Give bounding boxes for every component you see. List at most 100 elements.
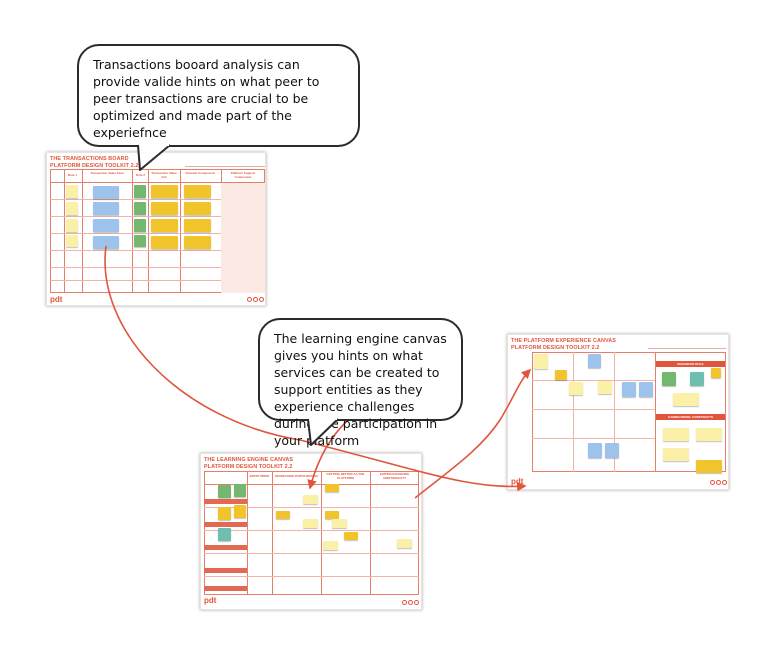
row-divider [50,280,221,281]
row-divider [204,576,419,577]
column-divider [148,169,149,293]
sticky-note[interactable] [605,443,619,458]
sticky-note[interactable] [151,202,178,215]
sticky-note[interactable] [711,368,721,378]
side-panel-header: GAINED MODEL CONSTRUCTS [656,414,725,420]
row-divider [532,438,655,439]
sticky-note[interactable] [639,382,653,397]
sticky-note[interactable] [93,236,119,249]
side-panel-header: ENHANCED ROLE [656,361,725,367]
row-tag [204,545,247,550]
sticky-note[interactable] [184,202,211,215]
experience-side-panel [655,352,727,472]
connector-arrow-learning-to-experience [414,368,532,499]
sticky-note[interactable] [134,235,146,247]
sticky-note[interactable] [276,511,290,519]
sticky-note[interactable] [134,219,146,232]
row-tag [204,522,247,527]
pdt-logo: pdt [204,596,217,605]
sticky-note[interactable] [534,354,548,369]
platform-experience-canvas[interactable]: THE PLATFORM EXPERIENCE CANVAS PLATFORM … [507,334,729,490]
platform-support-area [221,182,265,293]
sticky-note[interactable] [134,202,146,215]
footer-badge-icon [716,480,721,485]
experience-grid [532,352,726,472]
sticky-note[interactable] [218,485,231,498]
sticky-note[interactable] [184,236,211,249]
column-divider [370,471,371,595]
canvas-field [648,339,726,349]
column-header: Role 2 [135,173,145,177]
column-divider [573,352,574,472]
column-divider [614,352,615,472]
sticky-note[interactable] [323,541,338,550]
pdt-logo: pdt [50,295,63,304]
connector-arrow-transactions-to-experience [104,245,527,492]
sticky-note[interactable] [622,382,636,397]
row-divider [204,553,419,554]
sticky-note[interactable] [332,519,347,528]
sticky-note[interactable] [598,381,612,394]
sticky-note[interactable] [690,372,704,386]
row-divider [50,250,221,251]
column-header: Transaction Value Flow [90,171,124,175]
sticky-note[interactable] [344,532,358,540]
sticky-note[interactable] [184,185,211,198]
sticky-note[interactable] [66,219,78,232]
canvas-title: THE LEARNING ENGINE CANVAS PLATFORM DESI… [204,457,294,470]
column-header: Channel Component [185,171,215,175]
row-divider [204,530,419,531]
sticky-note[interactable] [234,484,246,497]
sticky-note[interactable] [66,235,78,247]
sticky-note[interactable] [66,185,78,198]
row-divider [50,267,221,268]
sticky-note[interactable] [218,507,231,520]
sticky-note[interactable] [151,185,178,198]
sticky-note[interactable] [234,505,246,518]
row-tag [204,568,247,573]
sticky-note[interactable] [673,393,699,406]
transactions-callout-bubble: Transactions booard analysis can provide… [77,44,360,147]
column-header: INCREASING PARTICIPATION [275,474,318,478]
column-divider [82,169,83,293]
row-divider [50,233,221,234]
footer-badge-icon [710,480,715,485]
sticky-note[interactable] [397,539,412,548]
sticky-note[interactable] [184,219,211,232]
sticky-note[interactable] [325,484,339,492]
sticky-note[interactable] [151,236,178,249]
sticky-note[interactable] [151,219,178,232]
sticky-note[interactable] [66,202,78,215]
sticky-note[interactable] [662,372,676,386]
column-divider [272,471,273,595]
column-header: EXITING/CHANGING ADDITIONALITY [379,472,410,480]
sticky-note[interactable] [696,460,722,473]
sticky-note[interactable] [218,528,231,541]
sticky-note[interactable] [555,370,567,380]
sticky-note[interactable] [93,219,119,232]
sticky-note[interactable] [569,382,583,395]
sticky-note[interactable] [93,202,119,215]
sticky-note[interactable] [696,428,722,441]
sticky-note[interactable] [93,186,119,199]
sticky-note[interactable] [303,495,318,504]
canvas-title: THE TRANSACTIONS BOARD PLATFORM DESIGN T… [50,156,139,169]
row-divider [532,380,655,381]
sticky-note[interactable] [663,448,689,461]
transactions-board-canvas[interactable]: THE TRANSACTIONS BOARD PLATFORM DESIGN T… [46,152,266,306]
sticky-note[interactable] [588,354,601,368]
sticky-note[interactable] [325,511,339,519]
sticky-note[interactable] [303,519,318,528]
footer-badge-icon [247,297,252,302]
canvas-field [185,157,265,167]
sticky-note[interactable] [134,185,146,198]
row-tag [204,586,247,591]
column-header: ENTRY MODE [249,474,270,478]
sticky-note[interactable] [663,428,689,441]
sticky-note[interactable] [588,443,602,458]
footer-badge-icon [402,600,407,605]
canvas-title: THE PLATFORM EXPERIENCE CANVAS PLATFORM … [511,338,616,351]
footer-badge-icon [253,297,258,302]
